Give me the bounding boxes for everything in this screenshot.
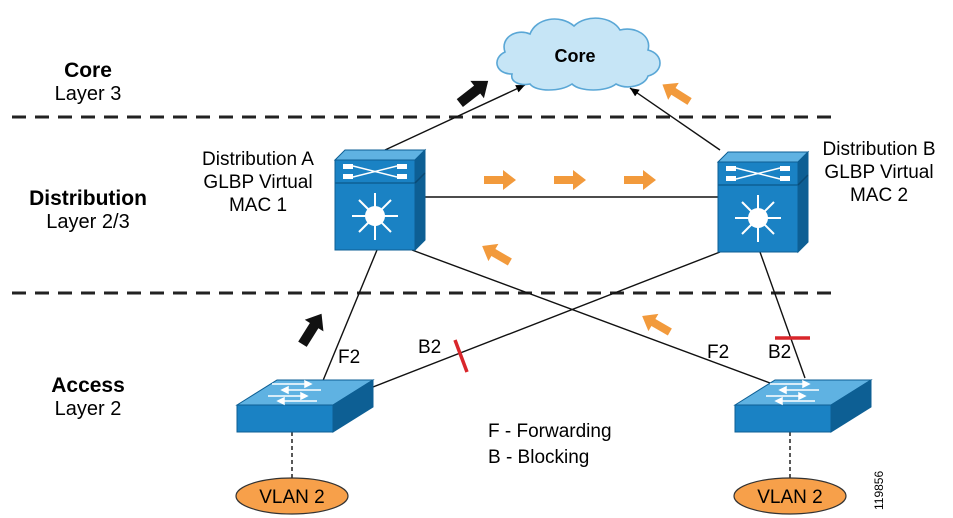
core-layer-title: Core [64, 59, 112, 82]
distribution-b-label-line2: GLBP Virtual [824, 162, 933, 183]
distribution-a-switch [333, 148, 427, 252]
distribution-b-switch [716, 150, 810, 254]
orange-arrow-a-to-b-2 [554, 170, 586, 190]
orange-arrow-a-to-b-3 [624, 170, 656, 190]
vlan-left-label: VLAN 2 [259, 487, 324, 508]
black-arrow-up-access [298, 313, 324, 347]
link-left-access-to-distribution-b [359, 251, 721, 393]
link-distribution-b-to-core [629, 87, 721, 151]
distribution-b-label-line3: MAC 2 [850, 185, 908, 206]
vlan-right-label: VLAN 2 [757, 487, 822, 508]
black-arrow-to-core [456, 80, 489, 108]
core-layer-subtitle: Layer 3 [55, 83, 122, 105]
port-label-left-f2: F2 [338, 347, 360, 368]
access-layer-title: Access [51, 374, 125, 397]
access-layer-subtitle: Layer 2 [55, 398, 122, 420]
link-right-access-to-distribution-b [759, 251, 806, 379]
orange-arrow-to-core [662, 82, 692, 105]
distribution-a-label-line3: MAC 1 [229, 195, 287, 216]
link-right-access-to-distribution-a [411, 249, 771, 384]
distribution-a-label-line1: Distribution A [202, 149, 314, 170]
orange-arrow-to-distribution-a-lower [642, 313, 672, 336]
core-cloud-label: Core [554, 46, 595, 66]
legend-blocking: B - Blocking [488, 447, 589, 468]
distribution-layer-title: Distribution [29, 187, 147, 210]
link-distribution-a-to-core [384, 84, 526, 151]
core-cloud: Core [496, 17, 661, 91]
figure-id: 119856 [872, 471, 886, 510]
distribution-a-label-line2: GLBP Virtual [203, 172, 312, 193]
distribution-layer-subtitle: Layer 2/3 [46, 211, 129, 233]
blocking-mark-left [453, 339, 469, 373]
port-label-left-b2: B2 [418, 337, 441, 358]
port-label-right-b2: B2 [768, 342, 791, 363]
vlan-left: VLAN 2 [235, 477, 349, 515]
right-access-switch [733, 379, 873, 433]
port-label-right-f2: F2 [707, 342, 729, 363]
vlan-right: VLAN 2 [733, 477, 847, 515]
orange-arrow-to-distribution-a-upper [482, 243, 512, 266]
legend-forwarding: F - Forwarding [488, 421, 612, 442]
left-access-switch [235, 379, 375, 433]
links [291, 84, 806, 478]
distribution-b-label-line1: Distribution B [823, 139, 936, 160]
orange-arrow-a-to-b-1 [484, 170, 516, 190]
link-left-access-to-distribution-a [321, 249, 378, 384]
